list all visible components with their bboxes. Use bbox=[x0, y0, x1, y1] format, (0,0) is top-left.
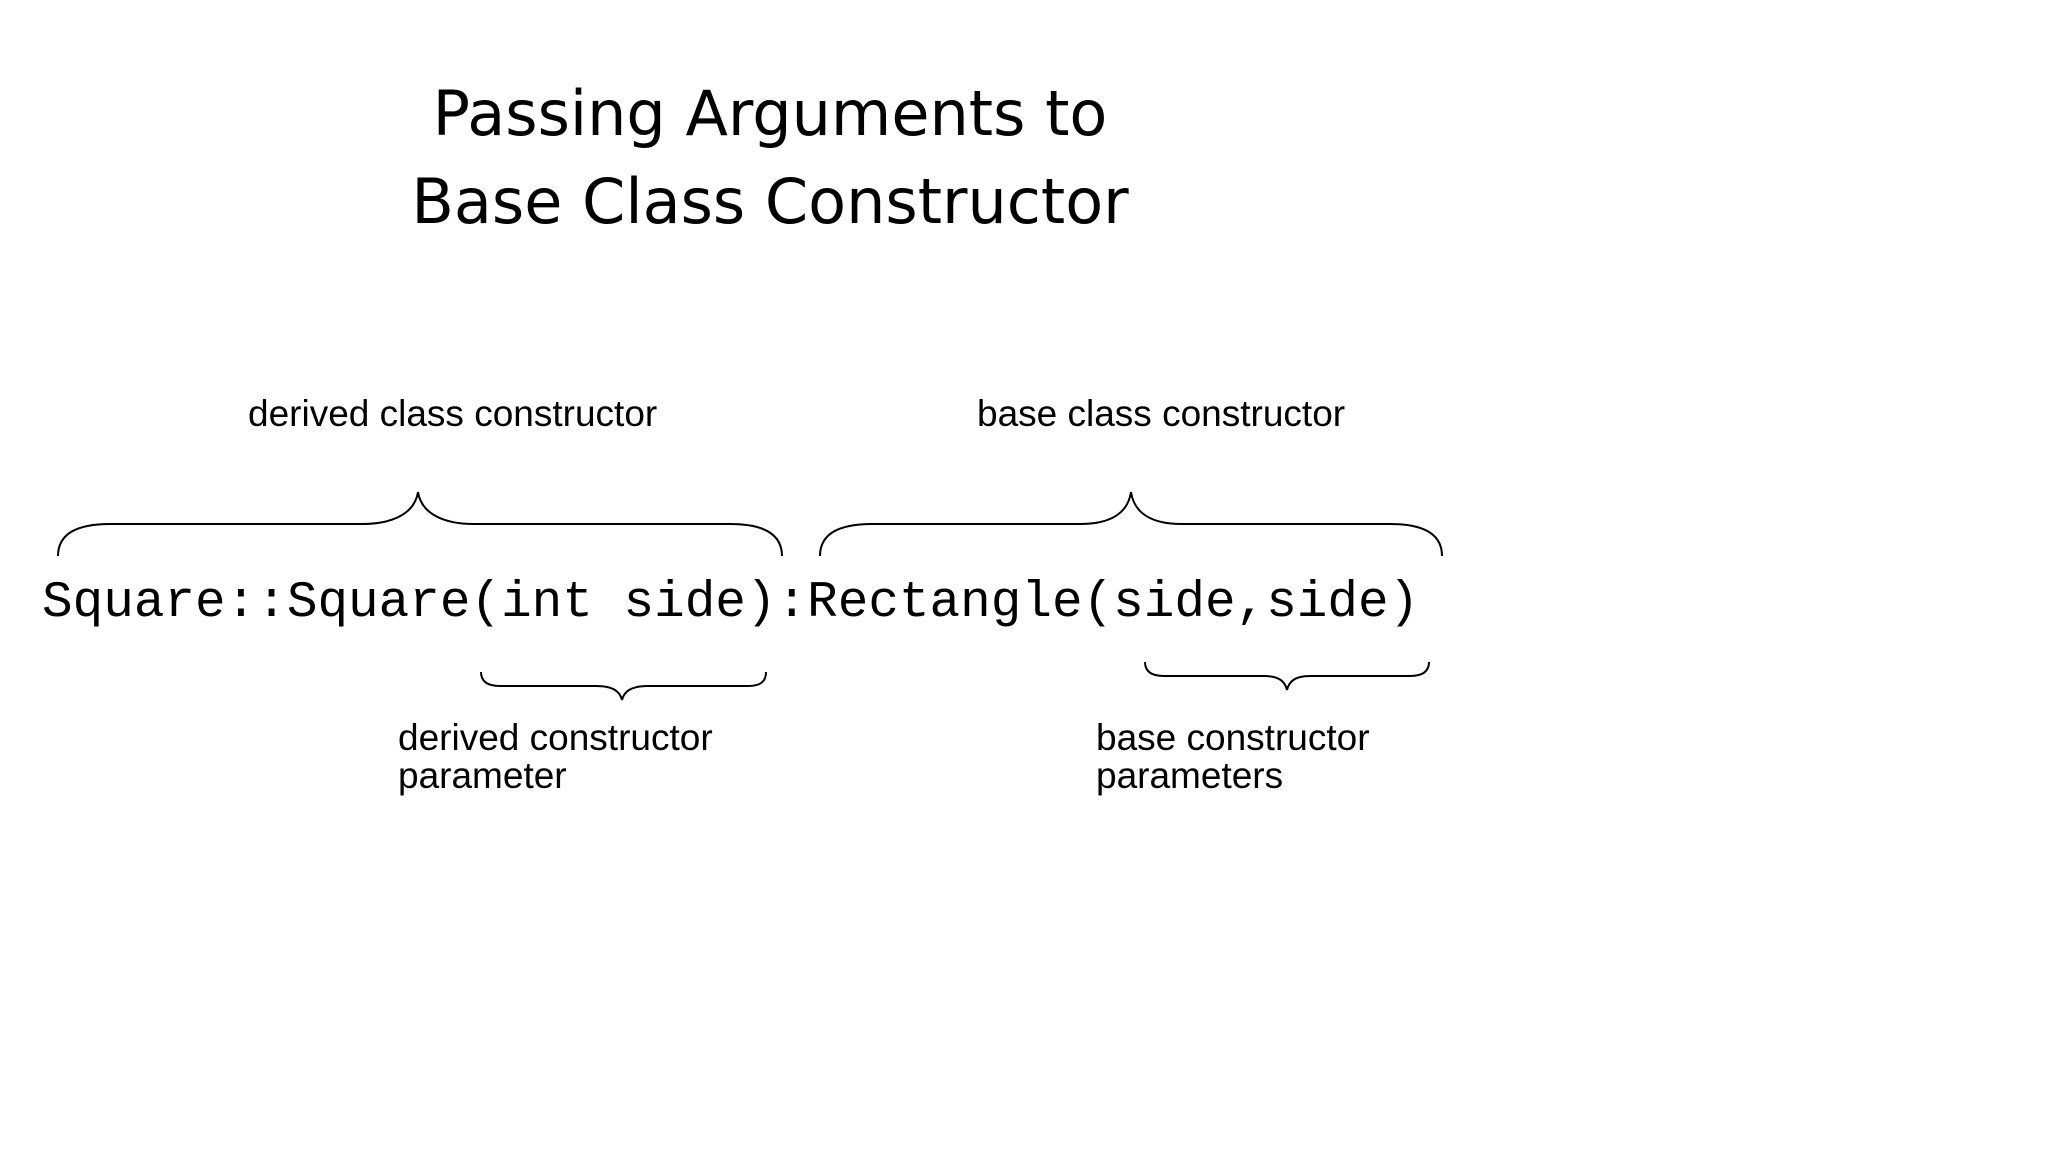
base-class-constructor-text: base class constructor bbox=[977, 393, 1346, 434]
base-constructor-parameters-line-1: base constructor bbox=[1096, 717, 1370, 758]
derived-constructor-parameter-line-2: parameter bbox=[398, 755, 567, 796]
base-class-constructor-brace bbox=[819, 491, 1443, 557]
title-line-1: Passing Arguments to bbox=[432, 77, 1108, 150]
title-line-2: Base Class Constructor bbox=[411, 165, 1129, 238]
derived-class-constructor-label: derived class constructor bbox=[248, 395, 657, 433]
slide-title: Passing Arguments to Base Class Construc… bbox=[380, 70, 1160, 246]
derived-constructor-parameter-line-1: derived constructor bbox=[398, 717, 713, 758]
base-constructor-parameters-label: base constructor parameters bbox=[1096, 719, 1370, 795]
derived-class-constructor-brace bbox=[57, 491, 783, 557]
derived-class-constructor-text: derived class constructor bbox=[248, 393, 658, 434]
base-constructor-parameters-line-2: parameters bbox=[1096, 755, 1284, 796]
derived-constructor-parameter-brace bbox=[480, 671, 767, 701]
derived-constructor-parameter-label: derived constructor parameter bbox=[398, 719, 713, 795]
constructor-code: Square::Square(int side):Rectangle(side,… bbox=[42, 575, 1420, 632]
base-constructor-parameters-brace bbox=[1144, 661, 1430, 691]
base-class-constructor-label: base class constructor bbox=[977, 395, 1345, 433]
